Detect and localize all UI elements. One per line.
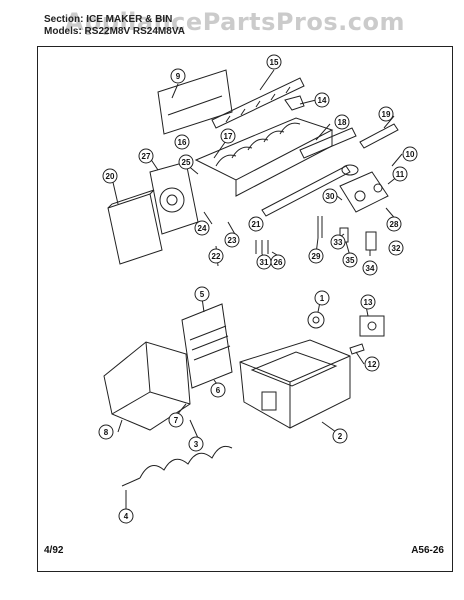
- part-strip-18: [299, 127, 357, 159]
- part-bin-2: [239, 339, 351, 429]
- callout-18: 18: [338, 118, 347, 127]
- part-bracket-5: [181, 303, 233, 389]
- callout-32: 32: [392, 244, 401, 253]
- part-cover-20: [107, 193, 163, 265]
- callout-3: 3: [194, 440, 199, 449]
- callout-13: 13: [364, 298, 373, 307]
- callout-7: 7: [174, 416, 179, 425]
- callout-25: 25: [182, 158, 191, 167]
- callout-11: 11: [396, 170, 405, 179]
- callout-2: 2: [338, 432, 343, 441]
- part-clip-14: [284, 95, 305, 111]
- part-heater-30: [261, 165, 351, 217]
- callout-30: 30: [326, 192, 335, 201]
- part-bar-15: [211, 77, 305, 129]
- callout-15: 15: [270, 58, 279, 67]
- callout-labels: 9 15 14 16 17 18 19 10 11 30 20 27 25 21…: [104, 58, 415, 521]
- part-valve-28: [339, 171, 389, 213]
- models-line: Models: RS22M8V RS24M8VA: [44, 26, 185, 37]
- callout-10: 10: [406, 150, 415, 159]
- callout-33: 33: [334, 238, 343, 247]
- callout-9: 9: [176, 72, 181, 81]
- callout-24: 24: [198, 224, 207, 233]
- callout-20: 20: [106, 172, 115, 181]
- callout-5: 5: [200, 290, 205, 299]
- section-title: Section: ICE MAKER & BIN: [44, 14, 173, 25]
- page-code: A56-26: [411, 545, 444, 556]
- part-panel-9: [157, 69, 233, 135]
- part-clip-12: [349, 343, 365, 355]
- part-screws-26: [255, 240, 269, 254]
- callout-29: 29: [312, 252, 321, 261]
- callout-28: 28: [390, 220, 399, 229]
- part-fitting-34: [365, 231, 377, 251]
- callout-12: 12: [368, 360, 377, 369]
- part-knob-1: [307, 311, 325, 329]
- callout-26: 26: [274, 258, 283, 267]
- callout-19: 19: [382, 110, 391, 119]
- revision-date: 4/92: [44, 545, 64, 556]
- part-switch-13: [359, 315, 385, 337]
- callout-4: 4: [124, 512, 129, 521]
- part-harness-3: [139, 445, 233, 479]
- callout-27: 27: [142, 152, 151, 161]
- callout-23: 23: [228, 236, 237, 245]
- part-housing-27: [149, 161, 199, 235]
- callout-35: 35: [346, 256, 355, 265]
- bin-opening: [261, 391, 277, 411]
- callout-31: 31: [260, 258, 269, 267]
- part-spring-29: [317, 216, 323, 238]
- callout-1: 1: [320, 294, 325, 303]
- callout-16: 16: [178, 138, 187, 147]
- callout-21: 21: [252, 220, 261, 229]
- diagram-frame: [37, 46, 453, 572]
- part-tube-19: [359, 123, 399, 149]
- callout-14: 14: [318, 96, 327, 105]
- callout-8: 8: [104, 428, 109, 437]
- callout-6: 6: [216, 386, 221, 395]
- callout-34: 34: [366, 264, 375, 273]
- callout-17: 17: [224, 132, 233, 141]
- section-header: Section: ICE MAKER & BIN Models: RS22M8V…: [44, 14, 185, 38]
- watermark: AppliancePartsPros.com: [65, 8, 405, 36]
- callout-22: 22: [212, 252, 221, 261]
